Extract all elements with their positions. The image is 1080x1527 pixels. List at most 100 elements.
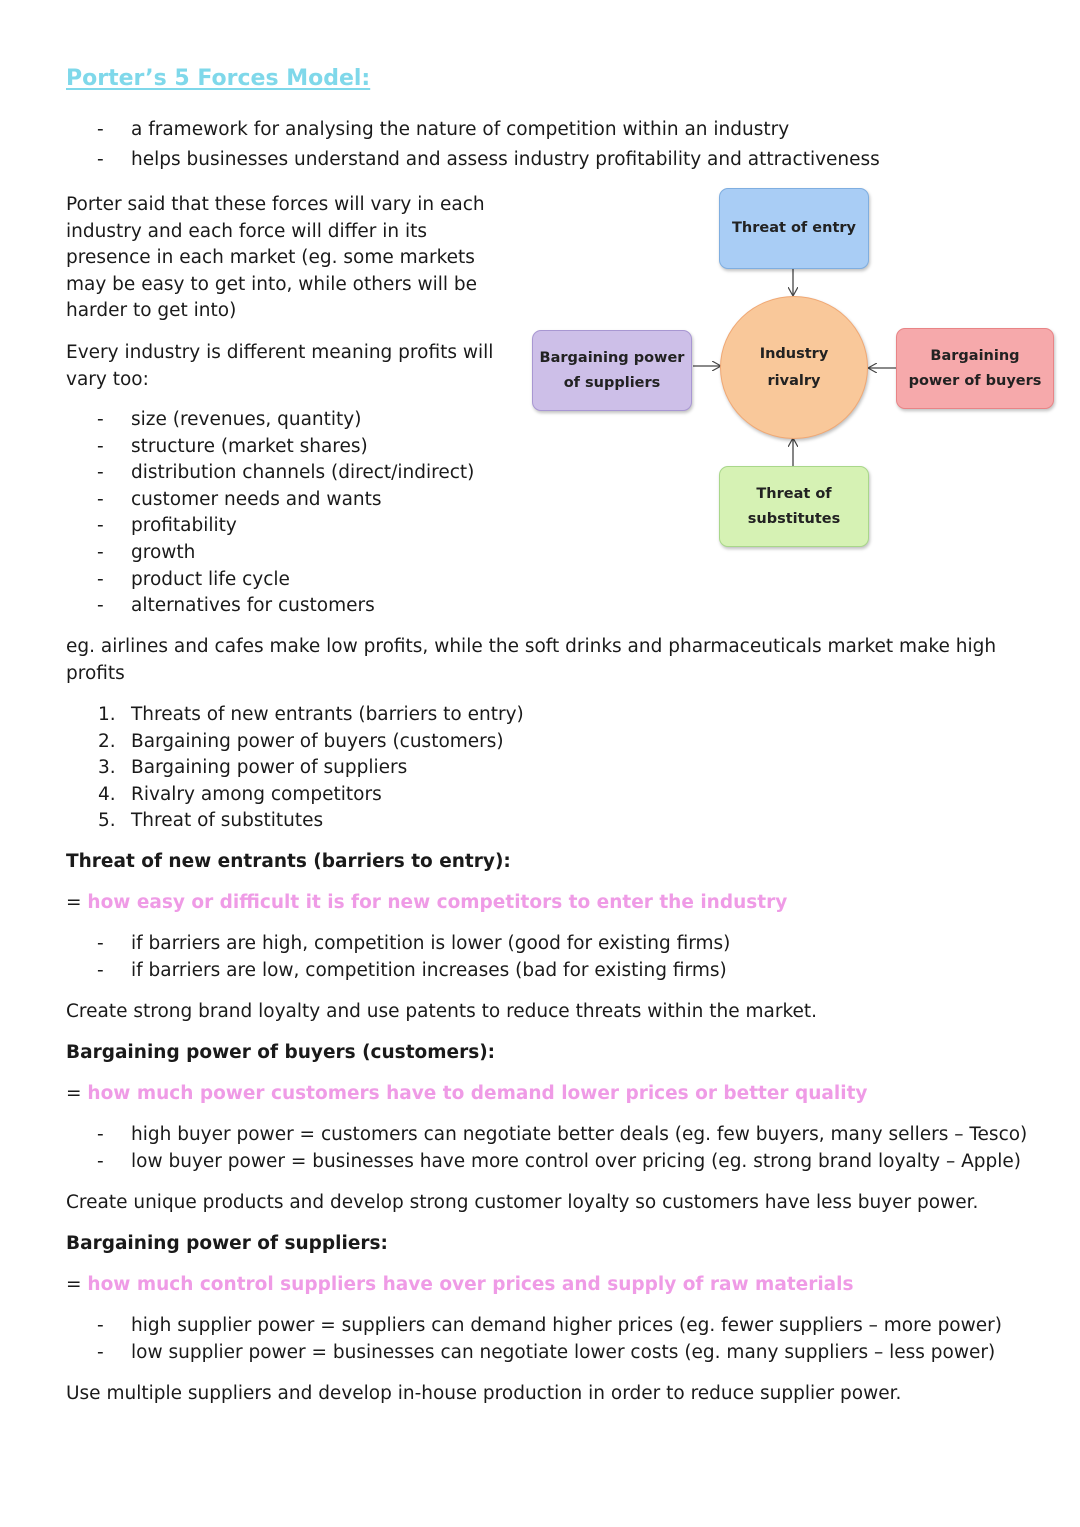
box-label: Threat of <box>756 485 832 502</box>
list-item: - product life cycle <box>0 567 520 594</box>
bullet-text: size (revenues, quantity) <box>131 409 362 430</box>
box-label: of suppliers <box>563 374 661 391</box>
section-heading: Bargaining power of buyers (customers): <box>66 1042 496 1063</box>
list-item: 2.Bargaining power of buyers (customers) <box>0 729 700 756</box>
bullet-text: customer needs and wants <box>131 488 382 510</box>
list-number: 4. <box>98 783 116 805</box>
box-label: Threat of entry <box>732 220 856 236</box>
page-title: Porter’s 5 Forces Model: <box>66 66 371 91</box>
list-text: Bargaining power of buyers (customers) <box>131 730 504 752</box>
buyer-power-box: Bargaining power of buyers <box>896 328 1054 409</box>
bullet-dash: - <box>97 435 104 457</box>
bullet-text: distribution channels (direct/indirect) <box>131 462 475 484</box>
definition-text: how easy or difficult it is for new comp… <box>87 892 788 913</box>
list-item: - if barriers are low, competition increa… <box>0 958 1080 985</box>
section-advice: Create strong brand loyalty and use pate… <box>66 1001 818 1022</box>
text-line: presence in each market (eg. some market… <box>66 247 475 268</box>
text-line: profits <box>66 662 125 684</box>
text-line: eg. airlines and cafes make low profits,… <box>66 636 997 657</box>
intro-bullets: - a framework for analysing the nature o… <box>0 117 1080 177</box>
bullet-dash: - <box>97 1124 104 1145</box>
bullet-text: product life cycle <box>131 568 290 590</box>
bullet-text: high buyer power = customers can negotia… <box>131 1124 1028 1145</box>
threat-of-entry-box: Threat of entry <box>719 188 869 269</box>
bullet-text: low supplier power = businesses can nego… <box>131 1341 996 1363</box>
circle-label: Industry <box>759 345 829 362</box>
text-line: Every industry is different meaning prof… <box>66 342 494 363</box>
list-item: 4. Rivalry among competitors <box>0 782 700 809</box>
box-label: power of buyers <box>908 372 1042 389</box>
list-item: - distribution channels (direct/indirect) <box>0 460 520 487</box>
list-text: Rivalry among competitors <box>131 783 382 805</box>
list-item: -low buyer power = businesses have more … <box>0 1149 1080 1176</box>
bullet-dash: - <box>97 541 104 563</box>
bullet-text: profitability <box>131 515 237 537</box>
diagram-arrows <box>693 269 896 466</box>
bullet-dash: - <box>97 1315 104 1336</box>
five-forces-diagram: Threat of entry Bargaining power of supp… <box>525 180 1065 560</box>
threat-of-substitutes-box: Threat of substitutes <box>719 466 869 547</box>
vary-bullets: - size (revenues, quantity) - structure (m… <box>0 407 520 620</box>
section-advice: Create unique products and develop stron… <box>66 1192 979 1213</box>
section-advice: Use multiple suppliers and develop in-ho… <box>66 1383 902 1404</box>
list-item: - profitability <box>0 513 520 540</box>
section-bullets: - if barriers are high, competition is lo… <box>0 931 1080 984</box>
list-item: - size (revenues, quantity) <box>0 407 520 434</box>
bullet-dash: - <box>97 933 104 954</box>
box-label: Bargaining power <box>539 349 685 366</box>
section-heading: Threat of new entrants (barriers to entr… <box>66 851 511 872</box>
bullet-text: alternatives for customers <box>131 595 375 617</box>
equals-sign: = <box>66 1274 82 1295</box>
list-item: 1. Threats of new entrants (barriers to e… <box>0 702 700 729</box>
section-bullets: - high buyer power = customers can negoti… <box>0 1122 1080 1175</box>
intro-paragraph: Porter said that these forces will vary … <box>66 192 485 325</box>
circle-label: rivalry <box>767 372 821 389</box>
bullet-dash: - <box>97 568 104 590</box>
list-item: -low supplier power = businesses can neg… <box>0 1340 1080 1367</box>
list-text: Threats of new entrants (barriers to ent… <box>131 704 524 725</box>
list-item: - alternatives for customers <box>0 593 520 620</box>
list-item: - growth <box>0 540 520 567</box>
industry-rivalry-circle: Industry rivalry <box>720 296 868 439</box>
list-item: 5. Threat of substitutes <box>0 808 700 835</box>
box-label: Bargaining <box>930 347 1020 364</box>
list-number: 3. <box>98 757 116 779</box>
list-item: - a framework for analysing the nature o… <box>0 117 1080 147</box>
bullet-text: if barriers are low, competition increas… <box>131 959 727 981</box>
section-heading: Bargaining power of suppliers: <box>66 1233 388 1254</box>
bullet-text: high supplier power = suppliers can dema… <box>131 1315 1002 1336</box>
list-number: 5. <box>98 810 116 832</box>
bullet-text: a framework for analysing the nature of … <box>131 119 790 140</box>
bullet-dash: - <box>97 488 104 510</box>
list-text: Bargaining power of suppliers <box>131 757 408 779</box>
bullet-text: helps businesses understand and assess i… <box>131 149 880 170</box>
text-line: may be easy to get into, while others wi… <box>66 273 478 295</box>
example-paragraph: eg. airlines and cafes make low profits,… <box>66 634 996 687</box>
bullet-dash: - <box>97 959 104 981</box>
bullet-text: low buyer power = businesses have more c… <box>131 1150 1021 1172</box>
bullet-text: if barriers are high, competition is low… <box>131 933 731 954</box>
section-definition: = how much control suppliers have over p… <box>66 1272 854 1299</box>
supplier-power-box: Bargaining power of suppliers <box>532 330 692 411</box>
bullet-dash: - <box>97 119 104 140</box>
list-item: - customer needs and wants <box>0 487 520 514</box>
text-line: vary too: <box>66 368 149 390</box>
text-line: harder to get into) <box>66 300 237 321</box>
text-line: Porter said that these forces will vary … <box>66 194 485 215</box>
bullet-dash: - <box>97 409 104 430</box>
bullet-text: growth <box>131 541 196 563</box>
bullet-text: structure (market shares) <box>131 435 368 457</box>
list-item: - high buyer power = customers can negoti… <box>0 1122 1080 1149</box>
equals-sign: = <box>66 1083 82 1104</box>
bullet-dash: - <box>97 149 104 170</box>
bullet-dash: - <box>97 515 104 537</box>
list-number: 1. <box>98 704 116 725</box>
list-item: - helps businesses understand and assess… <box>0 147 1080 177</box>
definition-text: how much control suppliers have over pri… <box>87 1274 854 1295</box>
equals-sign: = <box>66 892 82 913</box>
list-item: - structure (market shares) <box>0 434 520 461</box>
bullet-dash: - <box>97 595 104 617</box>
list-text: Threat of substitutes <box>131 810 324 832</box>
bullet-dash: - <box>97 462 104 484</box>
list-item: 3. Bargaining power of suppliers <box>0 755 700 782</box>
